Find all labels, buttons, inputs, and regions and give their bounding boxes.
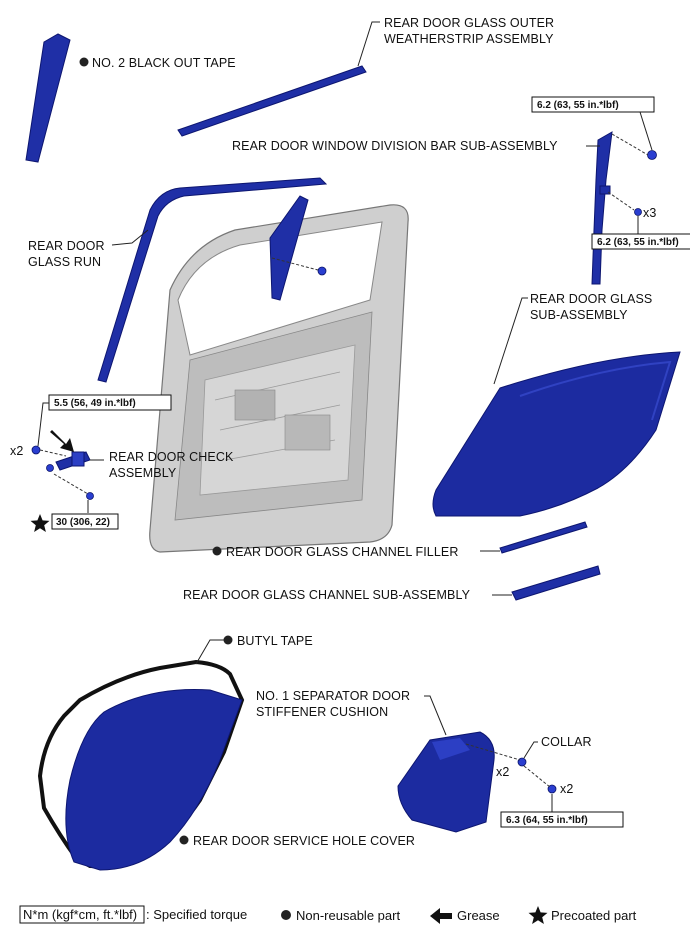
- label-glass-sub-line2: SUB-ASSEMBLY: [530, 308, 628, 322]
- label-glass-run-line2: GLASS RUN: [28, 255, 101, 269]
- label-check-line2: ASSEMBLY: [109, 466, 177, 480]
- legend-non-reusable-icon: [281, 910, 291, 920]
- torque-box-division-top: [531, 96, 655, 113]
- label-channel-filler: REAR DOOR GLASS CHANNEL FILLER: [226, 545, 458, 559]
- label-service-hole-cover: REAR DOOR SERVICE HOLE COVER: [193, 834, 415, 848]
- separator-cushion-part: [397, 731, 495, 833]
- legend-torque-text: : Specified torque: [146, 907, 247, 922]
- label-outer-weatherstrip-line2: WEATHERSTRIP ASSEMBLY: [384, 32, 554, 46]
- glass-sub-assembly-part: [432, 351, 681, 517]
- qty-collar: x2: [496, 765, 509, 779]
- label-check-line1: REAR DOOR CHECK: [109, 450, 234, 464]
- qty-check: x2: [10, 444, 23, 458]
- label-separator-line1: NO. 1 SEPARATOR DOOR: [256, 689, 410, 703]
- legend: N*m (kgf*cm, ft.*lbf) : Specified torque…: [19, 905, 637, 924]
- torque-check-bottom: 30 (306, 22): [56, 517, 110, 528]
- qty-cushion-bolt: x2: [560, 782, 573, 796]
- label-collar: COLLAR: [541, 735, 592, 749]
- torque-division-bottom: 6.2 (63, 55 in.*lbf): [597, 237, 679, 248]
- torque-division-top: 6.2 (63, 55 in.*lbf): [537, 100, 619, 111]
- qty-division-bar: x3: [643, 206, 656, 220]
- label-channel-sub: REAR DOOR GLASS CHANNEL SUB-ASSEMBLY: [183, 588, 471, 602]
- torque-box-division-bottom: [591, 233, 690, 250]
- channel-sub-assembly-part: [511, 565, 601, 601]
- outer-weatherstrip-part: [177, 65, 367, 137]
- label-glass-run-line1: REAR DOOR: [28, 239, 105, 253]
- legend-precoated-text: Precoated part: [551, 908, 637, 923]
- service-hole-cover-part: [65, 689, 243, 871]
- label-black-out-tape: NO. 2 BLACK OUT TAPE: [92, 56, 236, 70]
- channel-filler-part: [499, 521, 588, 554]
- legend-precoated-icon: [528, 906, 548, 924]
- label-division-bar: REAR DOOR WINDOW DIVISION BAR SUB-ASSEMB…: [232, 139, 558, 153]
- non-reusable-mark-butyl-tape: [223, 635, 233, 645]
- non-reusable-mark-service-hole-cover: [179, 835, 189, 845]
- label-outer-weatherstrip-line1: REAR DOOR GLASS OUTER: [384, 16, 554, 30]
- grease-arrow-check: [50, 430, 74, 452]
- torque-cushion: 6.3 (64, 55 in.*lbf): [506, 815, 588, 826]
- rear-door-panel: [149, 204, 409, 553]
- non-reusable-mark-channel-filler: [212, 546, 222, 556]
- precoated-star-check: [30, 514, 50, 532]
- torque-box-cushion: [500, 811, 624, 828]
- door-check-part: [55, 451, 91, 471]
- label-separator-line2: STIFFENER CUSHION: [256, 705, 388, 719]
- black-out-tape-part: [25, 33, 71, 163]
- legend-grease-text: Grease: [457, 908, 500, 923]
- legend-non-reusable-text: Non-reusable part: [296, 908, 400, 923]
- legend-grease-icon: [430, 908, 452, 924]
- division-bar-part: [591, 131, 613, 285]
- label-glass-sub-line1: REAR DOOR GLASS: [530, 292, 652, 306]
- torque-check-top: 5.5 (56, 49 in.*lbf): [54, 398, 136, 409]
- glass-run-part: [97, 177, 328, 383]
- torque-box-check-bottom: [51, 513, 119, 530]
- legend-torque-box: [19, 905, 145, 924]
- non-reusable-mark-black-out-tape: [79, 57, 89, 67]
- label-butyl-tape: BUTYL TAPE: [237, 634, 313, 648]
- legend-torque-box-text: N*m (kgf*cm, ft.*lbf): [23, 907, 137, 922]
